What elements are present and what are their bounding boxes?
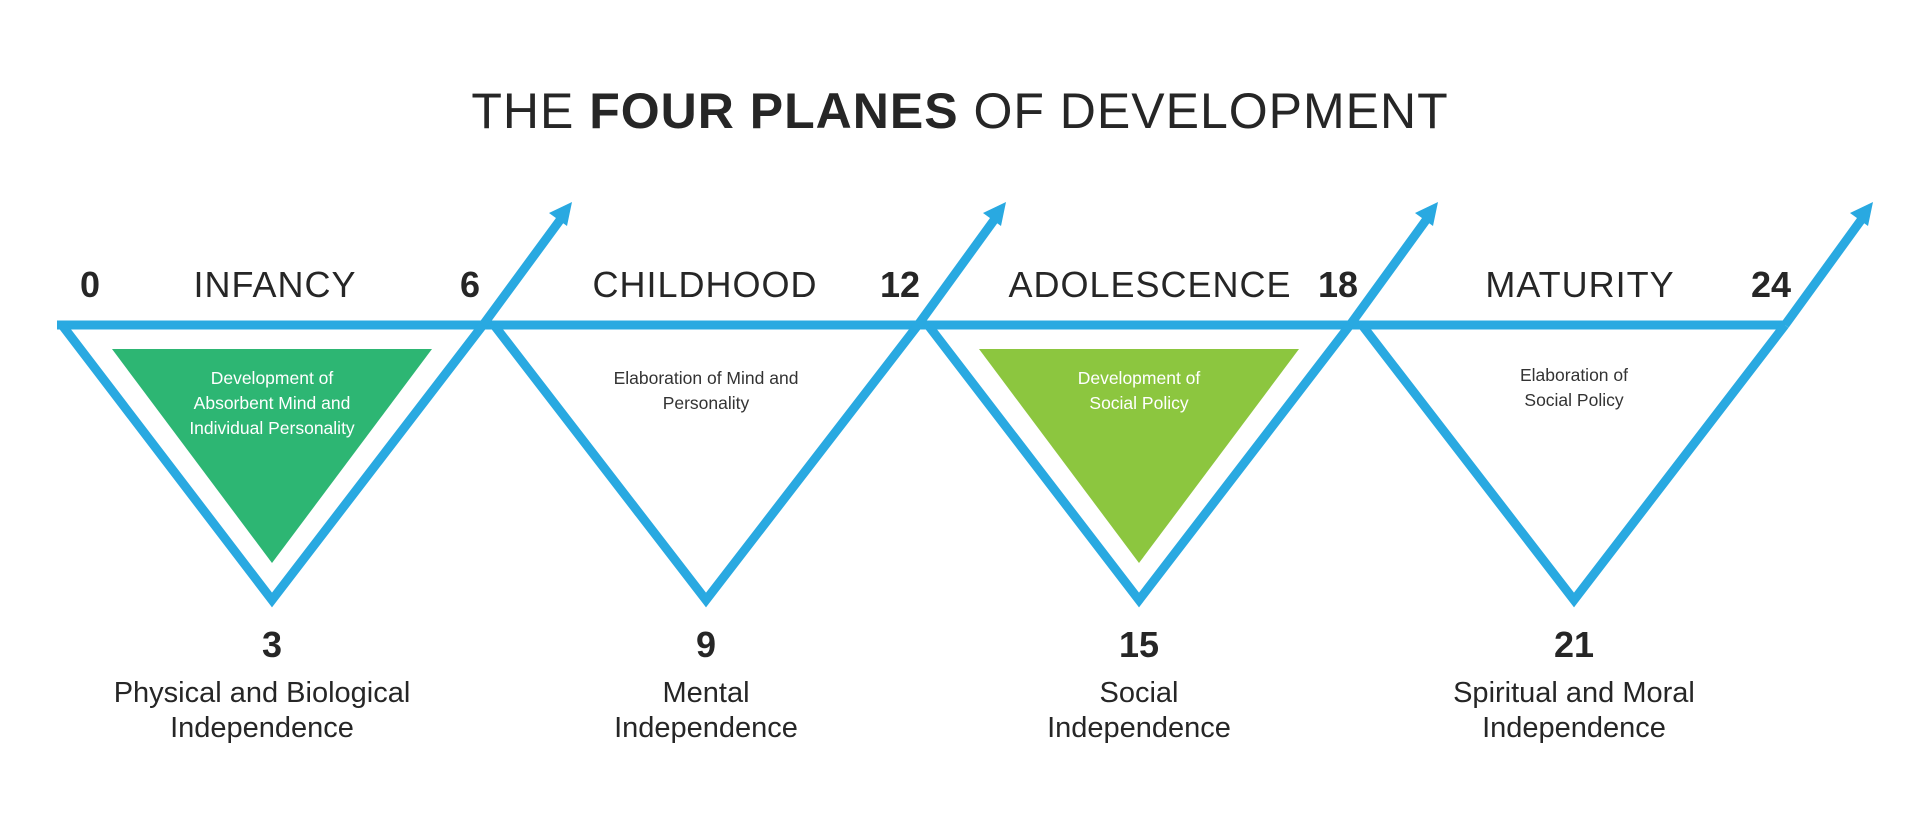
title-suffix: OF DEVELOPMENT [958,83,1449,139]
age-label-12: 12 [879,264,921,305]
adolescence-triangle-icon [924,322,1354,608]
age-label-9: 9 [695,624,717,665]
age-label-18: 18 [1317,264,1359,305]
independence-spiritual-moral: Spiritual and Moral Independence [1453,677,1695,744]
childhood-inner-text: Elaboration of Mind and Personality [613,368,799,413]
age-label-15: 15 [1118,624,1160,665]
age-label-21: 21 [1553,624,1595,665]
independence-mental: Mental Independence [614,677,798,744]
infancy-fill-triangle [112,349,432,563]
diagram-title: THE FOUR PLANES OF DEVELOPMENT [0,82,1920,140]
title-prefix: THE [471,83,590,139]
plane-name-adolescence: ADOLESCENCE [1008,264,1292,305]
plane-name-infancy: INFANCY [193,264,357,305]
age-label-3: 3 [261,624,283,665]
age-label-24: 24 [1750,264,1792,305]
up-right-arrow-icon [1850,202,1873,226]
adolescence-inner-text: Development of Social Policy [1077,368,1201,413]
plane-name-maturity: MATURITY [1485,264,1675,305]
arrow-shaft-3 [1346,213,1433,328]
infancy-inner-text: Development of Absorbent Mind and Indivi… [189,368,355,438]
adolescence-fill-triangle [979,349,1299,563]
independence-social: Social Independence [1047,677,1231,744]
up-right-arrow-icon [983,202,1006,226]
infancy-triangle-icon [58,322,487,608]
childhood-triangle-icon [490,322,922,608]
arrow-shaft-4 [1781,213,1868,328]
age-label-6: 6 [459,264,481,305]
arrow-shaft-1 [479,213,567,328]
up-right-arrow-icon [549,202,572,226]
arrow-shaft-2 [914,213,1001,328]
age-label-0: 0 [79,264,101,305]
up-right-arrow-icon [1415,202,1438,226]
title-bold: FOUR PLANES [589,83,959,139]
maturity-triangle-icon [1358,322,1789,608]
independence-physical-biological: Physical and Biological Independence [113,677,411,744]
maturity-inner-text: Elaboration of Social Policy [1520,365,1628,410]
plane-name-childhood: CHILDHOOD [592,264,818,305]
